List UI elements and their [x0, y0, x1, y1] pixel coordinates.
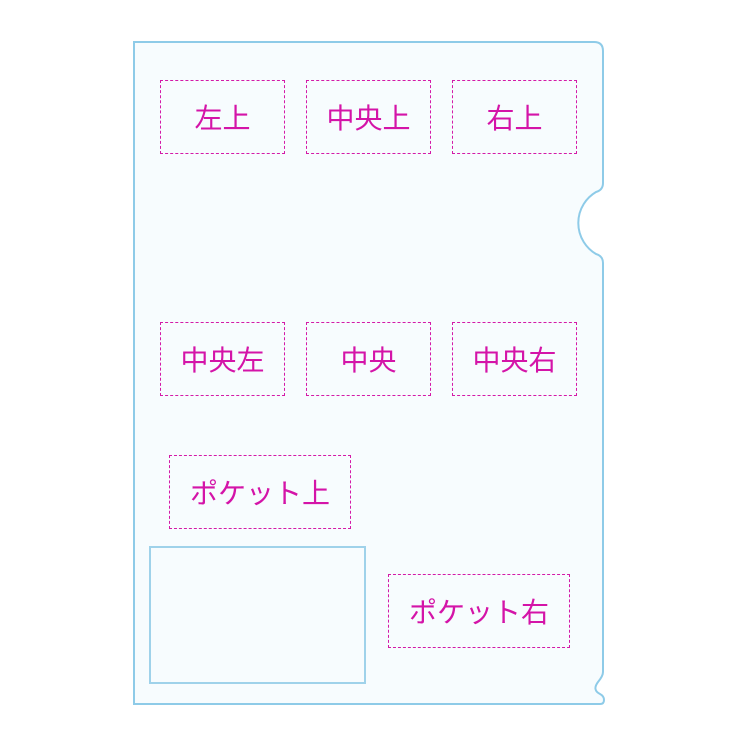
zone-label: ポケット上 [189, 477, 330, 510]
zone-label: 中央右 [472, 344, 557, 377]
print-zone-middle-center: 中央 [306, 322, 431, 396]
pocket-area [149, 546, 366, 684]
print-zone-pocket-top: ポケット上 [169, 455, 351, 529]
zone-label: 中央 [340, 344, 397, 377]
print-zone-top-right: 右上 [452, 80, 577, 154]
print-zone-middle-left: 中央左 [160, 322, 285, 396]
zone-label: 中央上 [326, 102, 411, 135]
zone-label: 左上 [194, 102, 251, 135]
print-zone-middle-right: 中央右 [452, 322, 577, 396]
zone-label: 右上 [486, 102, 543, 135]
print-zone-top-left: 左上 [160, 80, 285, 154]
zone-label: 中央左 [180, 344, 265, 377]
print-zone-pocket-right: ポケット右 [388, 574, 570, 648]
print-zone-top-center: 中央上 [306, 80, 431, 154]
zone-label: ポケット右 [408, 596, 549, 629]
